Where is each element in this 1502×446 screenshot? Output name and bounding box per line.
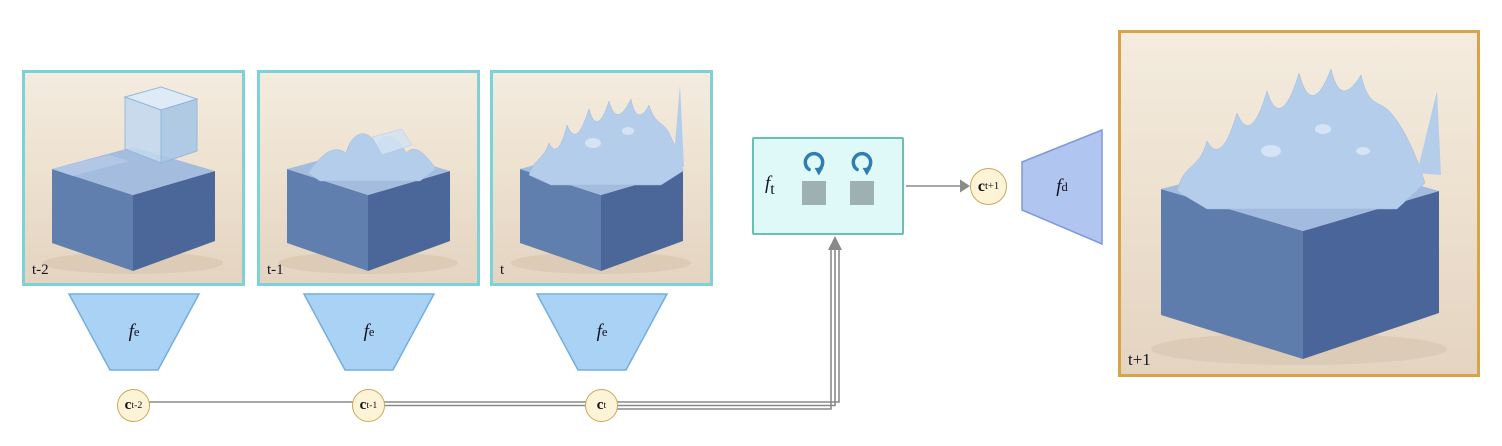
input-frame-t-1: t-1: [257, 70, 480, 286]
recurrent-loop-icon: [851, 151, 873, 176]
recurrent-loop-icon: [803, 151, 825, 176]
recurrent-unit-1: [800, 150, 828, 205]
water-scene-t-plus-1: [1121, 33, 1477, 374]
arrowhead-to-next-latent: [960, 179, 970, 193]
label-sub: e: [133, 324, 140, 339]
frame-label: t-2: [32, 262, 49, 278]
frame-label: t-1: [267, 262, 284, 278]
label-base: c: [977, 177, 985, 195]
temporal-module-label: ft: [765, 173, 775, 199]
water-scene-image: [43, 86, 223, 274]
memory-cell: [802, 181, 826, 205]
label-sub: t-1: [366, 400, 378, 411]
water-scene-image: [278, 128, 458, 274]
input-frame-t: t: [490, 70, 713, 286]
water-scene-t: [493, 73, 710, 283]
label-base: c: [359, 397, 367, 413]
memory-cell: [850, 181, 874, 205]
water-scene-t-2: [25, 73, 242, 283]
label-sub: t+1: [984, 181, 1000, 192]
recurrent-unit-2: [848, 150, 876, 205]
output-frame-t-plus-1: t+1: [1118, 30, 1480, 377]
arrowhead-into-temporal-module: [828, 236, 842, 250]
label-sub: t-2: [131, 400, 143, 411]
input-frame-t-2: t-2: [22, 70, 245, 286]
frame-label: t+1: [1128, 350, 1151, 369]
label-base: f: [765, 173, 771, 195]
label-base: f: [1056, 176, 1062, 197]
label-sub: e: [601, 324, 608, 339]
temporal-module-box: ft: [752, 137, 904, 235]
label-sub: t: [770, 180, 775, 198]
frame-label: t: [500, 262, 505, 278]
label-base: f: [128, 321, 134, 342]
water-scene-image: [511, 85, 691, 274]
label-sub: e: [368, 324, 375, 339]
label-base: c: [596, 397, 604, 413]
label-sub: t: [603, 400, 607, 411]
water-scene-t-1: [260, 73, 477, 283]
label-base: c: [124, 397, 132, 413]
trapezoid-shape: [1021, 128, 1103, 246]
water-scene-image: [1151, 68, 1447, 365]
label-sub: d: [1061, 179, 1068, 194]
